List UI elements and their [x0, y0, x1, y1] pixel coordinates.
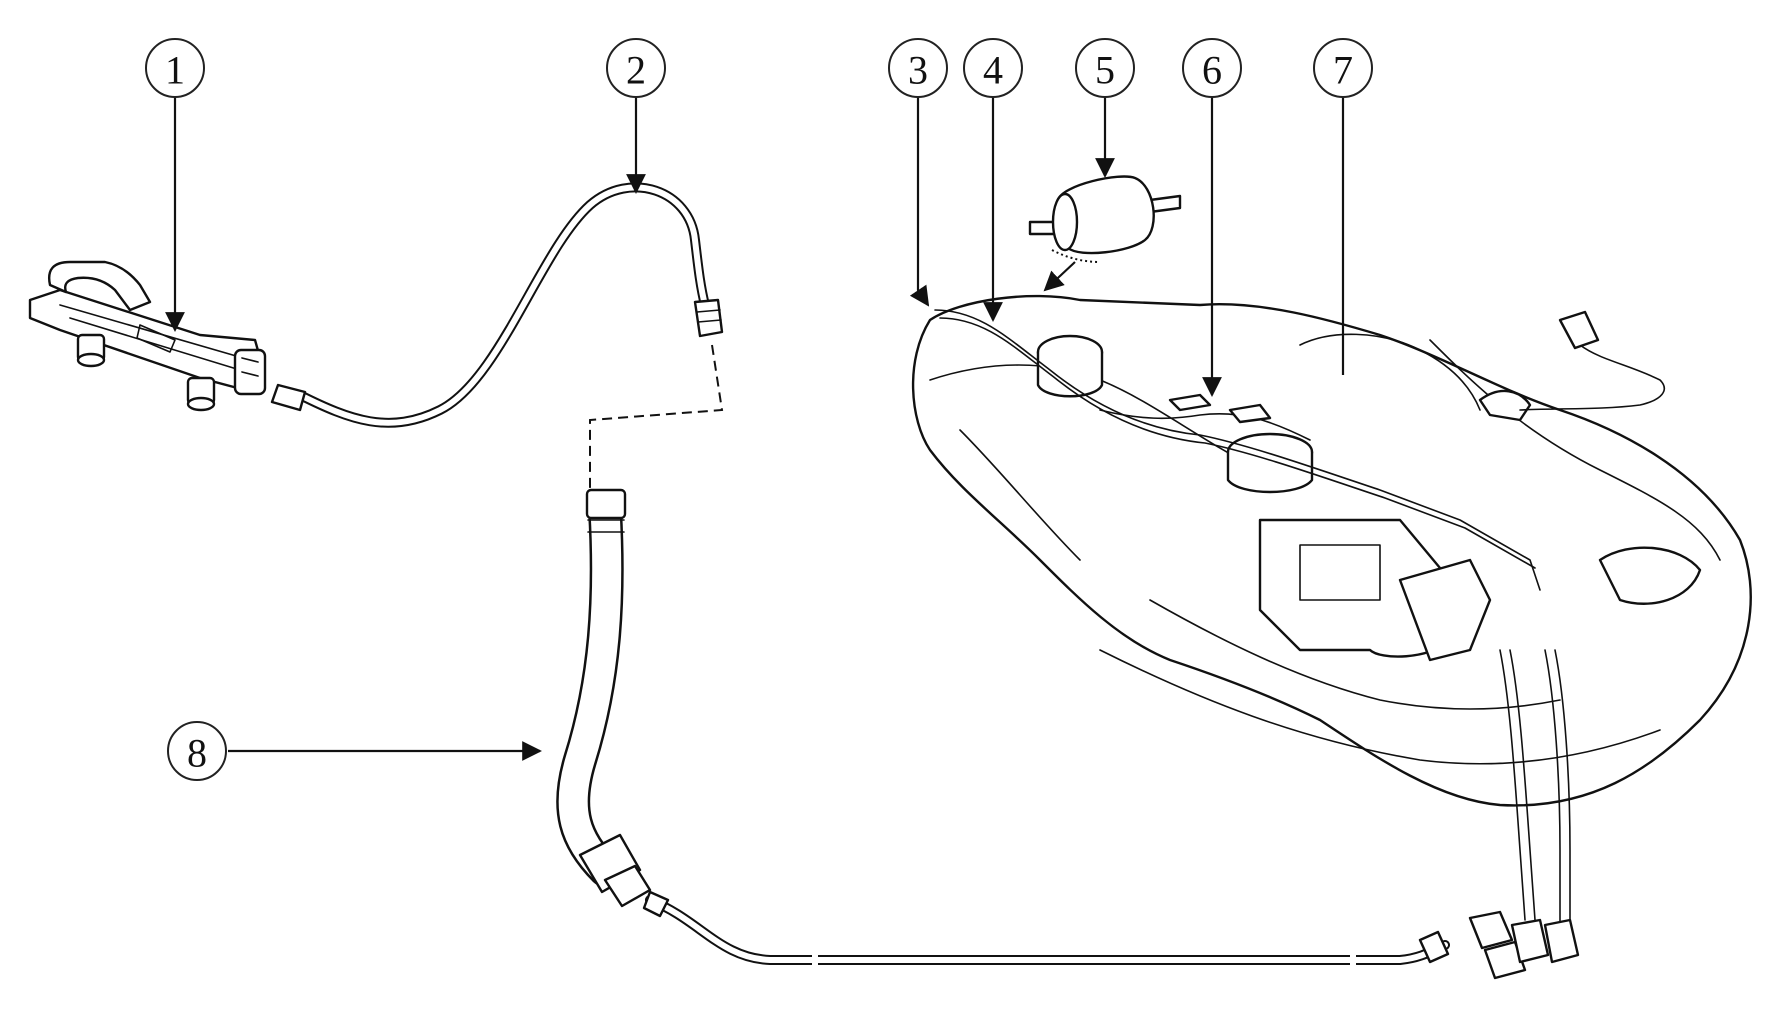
fuel-rail	[28, 260, 267, 412]
callout-label: 1	[165, 48, 185, 93]
connection-dashed-line	[589, 344, 724, 490]
callout-1: 1	[145, 38, 205, 98]
callout-7: 7	[1313, 38, 1373, 98]
filter-position-arrow	[1043, 261, 1076, 292]
return-fuel-pipe	[642, 890, 1450, 967]
fuel-filter	[1028, 175, 1182, 263]
callout-label: 8	[187, 731, 207, 776]
leader-3	[909, 92, 930, 307]
callout-label: 3	[908, 48, 928, 93]
callout-4: 4	[963, 38, 1023, 98]
callout-6: 6	[1182, 38, 1242, 98]
callout-label: 4	[983, 48, 1003, 93]
fuel-feed-pipe	[270, 182, 724, 428]
callout-3: 3	[888, 38, 948, 98]
fuel-tank	[911, 294, 1752, 980]
callout-8: 8	[167, 721, 227, 781]
callout-2: 2	[606, 38, 666, 98]
callout-label: 5	[1095, 48, 1115, 93]
callout-label: 6	[1202, 48, 1222, 93]
callout-label: 2	[626, 48, 646, 93]
callout-label: 7	[1333, 48, 1353, 93]
flexible-fuel-hose	[556, 488, 652, 908]
callout-5: 5	[1075, 38, 1135, 98]
